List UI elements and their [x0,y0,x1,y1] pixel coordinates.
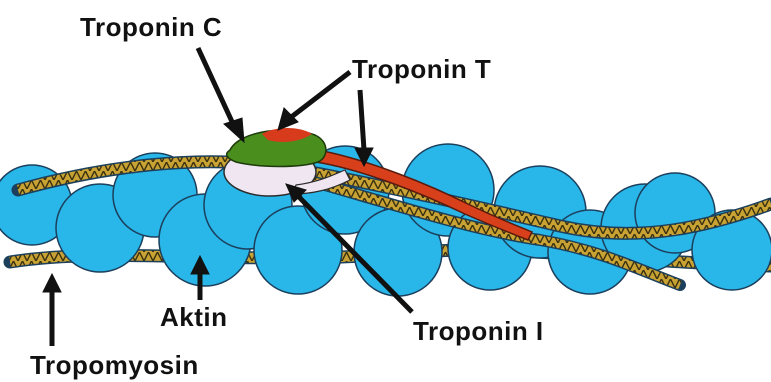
label-tropomyosin: Tropomyosin [30,350,199,381]
label-troponin-c: Troponin C [80,12,222,43]
label-aktin: Aktin [160,302,228,333]
troponin-c-arrowhead [224,118,244,142]
troponin-t-arrow-upper [290,72,350,118]
label-troponin-i: Troponin I [413,316,544,347]
troponin-c-arrow [198,48,234,126]
troponin-t-arrow-lower [360,90,364,150]
tropomyosin-arrowhead [43,274,61,292]
label-troponin-t: Troponin T [352,54,491,85]
